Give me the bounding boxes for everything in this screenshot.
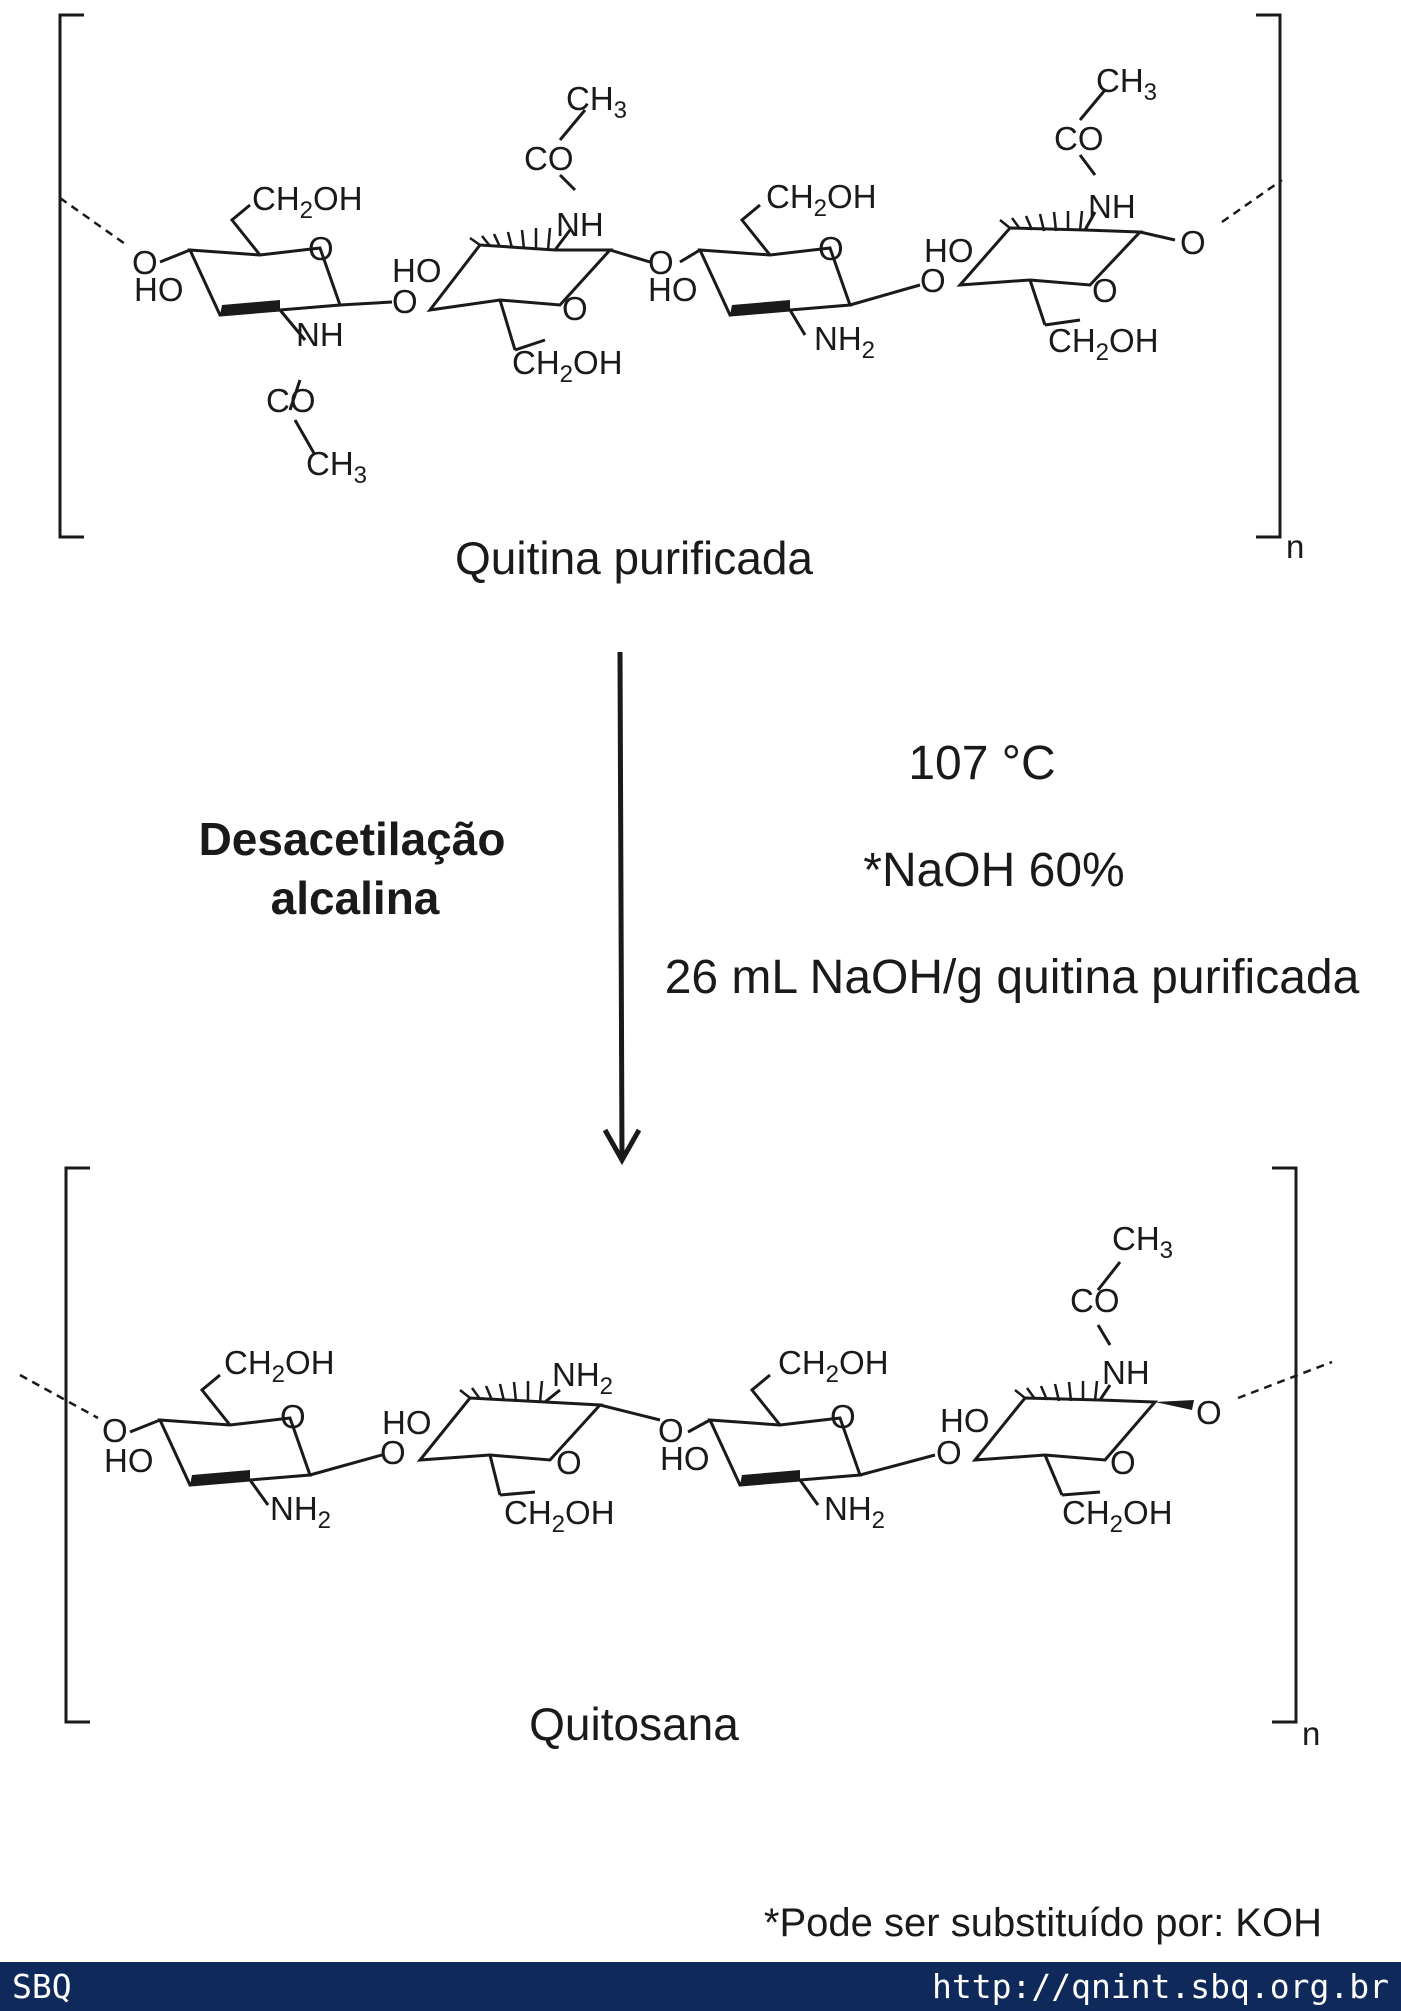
svg-text:O: O — [102, 1412, 128, 1449]
chitosan-ring4-labels: HO O CH2OH NH CO CH3 O — [940, 1220, 1222, 1538]
svg-text:CH2OH: CH2OH — [252, 180, 363, 224]
svg-text:O: O — [132, 244, 158, 281]
chitin-repeat-n: n — [1286, 528, 1304, 565]
svg-text:CH3: CH3 — [1096, 62, 1157, 106]
chitosan-ring2-labels: HO O CH2OH NH2 O — [382, 1356, 684, 1538]
chitosan-repeat-n: n — [1302, 1715, 1320, 1752]
condition-temperature: 107 °C — [908, 737, 1055, 790]
svg-text:O: O — [1180, 224, 1206, 261]
chitosan-ring3-labels: HO O CH2OH NH2 O — [660, 1344, 962, 1534]
svg-text:CH2OH: CH2OH — [766, 178, 877, 222]
svg-text:O: O — [1196, 1394, 1222, 1431]
svg-text:HO: HO — [924, 232, 974, 269]
svg-text:O: O — [380, 1434, 406, 1471]
footer-brand: SBQ — [12, 1967, 72, 2006]
svg-text:NH: NH — [556, 206, 604, 243]
svg-text:HO: HO — [648, 271, 698, 308]
svg-text:CH2OH: CH2OH — [778, 1344, 889, 1388]
chitin-structure: n — [58, 13, 1304, 584]
chitosan-name: Quitosana — [529, 1698, 739, 1750]
svg-text:O: O — [920, 262, 946, 299]
chitin-ring4-labels: HO O CH2OH NH CO CH3 O — [924, 62, 1206, 366]
svg-text:HO: HO — [392, 252, 442, 289]
svg-text:NH: NH — [296, 316, 344, 353]
reaction-arrow — [602, 651, 642, 1166]
svg-text:CH3: CH3 — [1112, 1220, 1173, 1264]
condition-base: *NaOH 60% — [863, 844, 1124, 897]
chitosan-structure: n O HO — [19, 1166, 1333, 1752]
chitin-ring2-labels: HO O CH2OH NH CO CH3 O — [392, 80, 674, 388]
svg-text:CH3: CH3 — [306, 445, 367, 489]
chitin-right-bracket — [1256, 13, 1282, 539]
svg-text:HO: HO — [382, 1404, 432, 1441]
svg-text:O: O — [818, 230, 844, 267]
chitin-ring1-labels: O HO O CH2OH NH CO CH3 O — [132, 180, 418, 489]
svg-text:O: O — [280, 1398, 306, 1435]
svg-text:HO: HO — [104, 1442, 154, 1479]
chitin-name: Quitina purificada — [455, 532, 813, 584]
reaction-title-line1: Desacetilação — [199, 813, 506, 865]
svg-text:CH2OH: CH2OH — [1048, 322, 1159, 366]
footer-url[interactable]: http://qnint.sbq.org.br — [932, 1967, 1389, 2006]
reaction-scheme: n — [19, 13, 1360, 1945]
svg-text:HO: HO — [134, 271, 184, 308]
svg-text:CO: CO — [1070, 1282, 1120, 1319]
svg-text:CH2OH: CH2OH — [512, 344, 623, 388]
svg-text:O: O — [830, 1398, 856, 1435]
svg-text:NH: NH — [1102, 1354, 1150, 1391]
svg-text:O: O — [556, 1444, 582, 1481]
svg-text:NH2: NH2 — [270, 1490, 331, 1534]
condition-ratio: 26 mL NaOH/g quitina purificada — [665, 951, 1360, 1004]
chitin-ring3-labels: HO O CH2OH NH2 O — [648, 178, 946, 364]
svg-text:CH2OH: CH2OH — [1062, 1494, 1173, 1538]
svg-text:NH2: NH2 — [824, 1490, 885, 1534]
reaction-title-line2: alcalina — [271, 872, 440, 924]
svg-text:CH3: CH3 — [566, 80, 627, 124]
svg-text:NH2: NH2 — [552, 1356, 613, 1400]
chitosan-left-bracket — [64, 1166, 90, 1724]
chitin-left-bracket — [58, 13, 84, 539]
svg-text:HO: HO — [660, 1440, 710, 1477]
svg-text:O: O — [1092, 272, 1118, 309]
svg-text:O: O — [392, 283, 418, 320]
svg-text:CO: CO — [524, 140, 574, 177]
svg-text:O: O — [648, 244, 674, 281]
svg-text:O: O — [658, 1412, 684, 1449]
svg-text:CO: CO — [266, 382, 316, 419]
svg-text:O: O — [562, 290, 588, 327]
chitosan-right-bracket — [1272, 1166, 1298, 1724]
svg-text:NH2: NH2 — [814, 320, 875, 364]
svg-text:CH2OH: CH2OH — [224, 1344, 335, 1388]
chitosan-ring1-labels: O HO O CH2OH NH2 O — [102, 1344, 406, 1534]
svg-text:HO: HO — [940, 1402, 990, 1439]
svg-text:CH2OH: CH2OH — [504, 1494, 615, 1538]
svg-text:O: O — [936, 1434, 962, 1471]
footnote: *Pode ser substituído por: KOH — [764, 1901, 1322, 1945]
footer-bar: SBQ http://qnint.sbq.org.br — [0, 1962, 1401, 2011]
svg-text:NH: NH — [1088, 188, 1136, 225]
svg-text:CO: CO — [1054, 120, 1104, 157]
svg-text:O: O — [308, 230, 334, 267]
svg-text:O: O — [1110, 1444, 1136, 1481]
